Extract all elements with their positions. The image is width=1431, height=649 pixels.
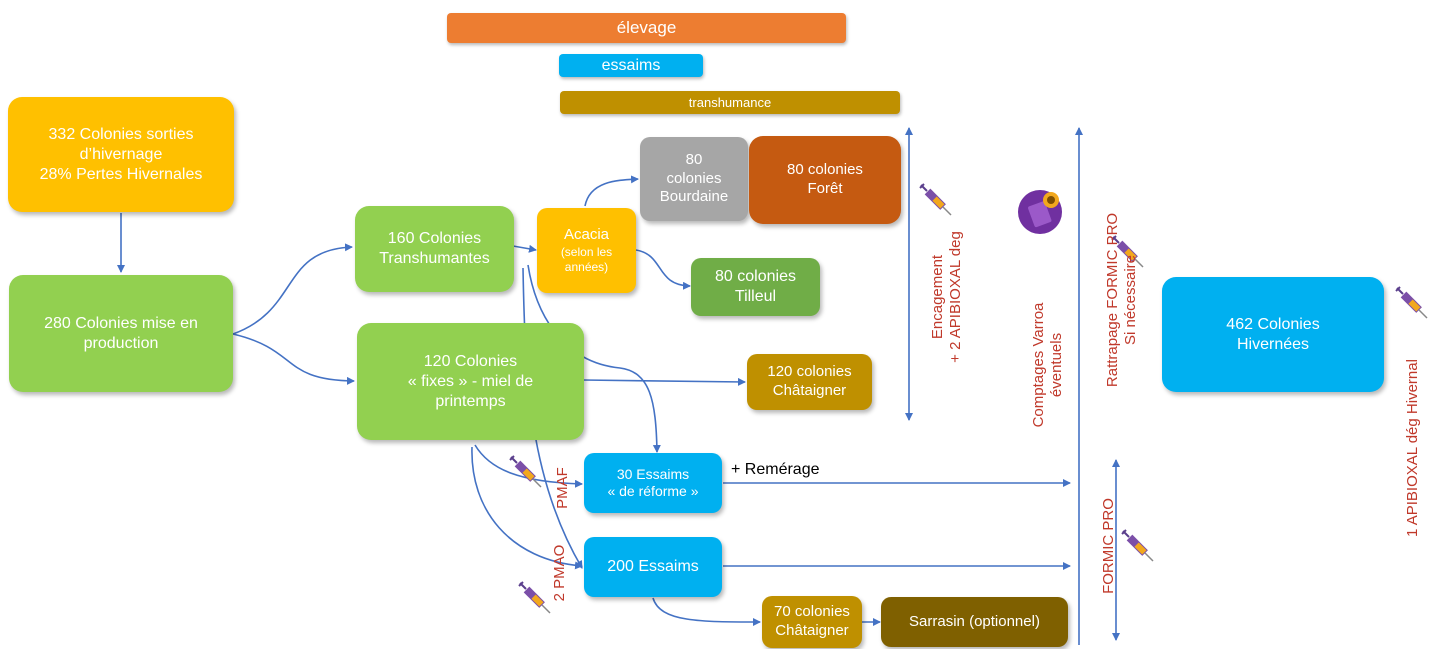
node-transhumantes: 160 Colonies Transhumantes (355, 206, 514, 292)
node-essaims-200-label: 200 Essaims (607, 558, 699, 575)
node-foret: 80 colonies Forêt (749, 136, 901, 224)
node-transhumantes-label: 160 Colonies Transhumantes (379, 230, 490, 267)
node-mise-en-production: 280 Colonies mise en production (9, 275, 233, 392)
bar-transhumance: transhumance (560, 91, 900, 114)
node-tilleul: 80 colonies Tilleul (691, 258, 820, 316)
syringe-icon (1395, 286, 1428, 319)
label-apibioxal-hivernal: 1 APIBIOXAL dég Hivernal (1404, 359, 1421, 537)
arrow-production-to-fixes (232, 333, 355, 385)
label-pmao: 2 PMAO (551, 544, 568, 602)
node-essaims-reforme-label: 30 Essaims « de réforme » (607, 465, 699, 500)
bar-elevage: élevage (447, 13, 846, 43)
arrow-production-to-transhumantes (232, 243, 353, 335)
syringe-icon (518, 581, 551, 614)
node-sarrasin-label: Sarrasin (optionnel) (909, 612, 1040, 630)
syringe-icon (919, 183, 952, 216)
syringe-icon (1121, 529, 1154, 562)
arrow-transhumantes-to-acacia (512, 244, 537, 253)
node-tilleul-label: 80 colonies Tilleul (715, 268, 796, 305)
arrow-acacia-to-tilleul (635, 249, 691, 290)
arrow-200-to-chataigner70 (652, 597, 761, 626)
node-essaims-reforme: 30 Essaims « de réforme » (584, 453, 722, 513)
label-remerage: + Remérage (731, 461, 820, 478)
label-formic-pro: FORMIC PRO (1100, 498, 1117, 594)
node-sorties-hivernage-label: 332 Colonies sorties d’hivernage 28% Per… (39, 125, 203, 183)
arrow-fixes-to-reforme (474, 444, 583, 488)
node-bourdaine-label: 80 colonies Bourdaine (659, 150, 729, 206)
node-acacia: Acacia (selon les années) (537, 208, 636, 293)
node-acacia-note: (selon les années) (560, 244, 613, 274)
node-chataigner-120-label: 120 colonies Châtaigner (767, 363, 852, 399)
connector-arrows (117, 127, 1120, 645)
label-pmaf: PMAF (554, 467, 571, 509)
node-essaims-200: 200 Essaims (584, 537, 722, 597)
label-encagement: Encagement + 2 APIBIOXAL deg (929, 231, 964, 363)
node-fixes: 120 Colonies « fixes » - miel de printem… (357, 323, 584, 440)
node-hivernees: 462 Colonies Hivernées (1162, 277, 1384, 392)
label-comptages-varroa: Comptages Varroa éventuels (1030, 302, 1065, 428)
varroa-test-icon (1018, 190, 1062, 234)
node-hivernees-label: 462 Colonies Hivernées (1226, 315, 1320, 353)
syringe-icon (509, 455, 542, 488)
node-sarrasin: Sarrasin (optionnel) (881, 597, 1068, 647)
node-mise-en-production-label: 280 Colonies mise en production (44, 314, 198, 352)
arrow-fixes-to-200 (471, 446, 583, 570)
node-bourdaine: 80 colonies Bourdaine (640, 137, 748, 221)
node-chataigner-70: 70 colonies Châtaigner (762, 596, 862, 648)
arrow-acacia-to-bourdaine (584, 175, 639, 207)
node-chataigner-120: 120 colonies Châtaigner (747, 354, 872, 410)
node-foret-label: 80 colonies Forêt (787, 161, 863, 197)
label-rattrapage: Rattrapage FORMIC PRO Si nécessaire (1104, 212, 1139, 388)
node-chataigner-70-label: 70 colonies Châtaigner (774, 603, 850, 639)
node-acacia-title: Acacia (563, 226, 610, 244)
arrow-fixes-to-chataigner (582, 377, 746, 386)
node-sorties-hivernage: 332 Colonies sorties d’hivernage 28% Per… (8, 97, 234, 212)
bar-essaims: essaims (559, 54, 703, 77)
node-fixes-label: 120 Colonies « fixes » - miel de printem… (407, 352, 534, 410)
arrow-transhumantes-to-reforme (527, 264, 661, 453)
